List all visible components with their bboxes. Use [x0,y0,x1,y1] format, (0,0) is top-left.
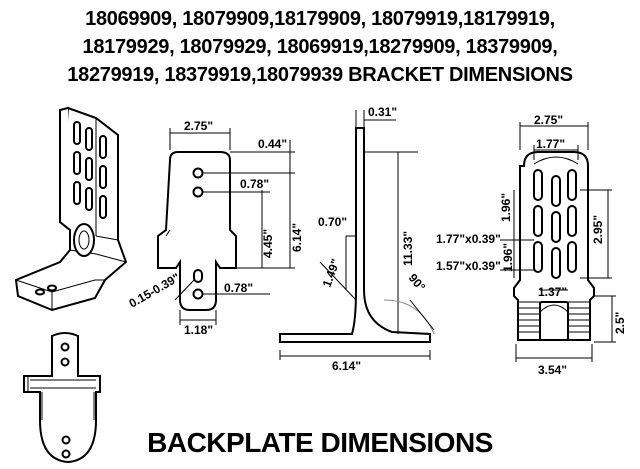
back-inner-width-label: 1.77" [536,137,565,151]
front-total-height-label: 6.14" [290,223,304,252]
side-height-label: 11.33" [401,231,415,266]
back-view-drawing [500,122,616,362]
side-base-length-label: 6.14" [332,359,361,373]
side-thickness-label: 0.31" [368,105,397,119]
side-bend-offset-label: 0.70" [318,215,347,229]
back-slot-vertical-1-label: 1.96" [499,193,513,222]
front-hole-spacing-upper-label: 0.78" [240,177,269,191]
header-line-3: 18279919, 18379919,18079939 BRACKET DIME… [67,64,573,86]
back-lower-width-label: 1.37" [538,285,567,299]
back-slot-lower-label: 1.57"x0.39" [436,259,501,273]
side-angle-small-label: 1.49" [320,257,343,289]
front-mid-height-label: 4.45" [261,229,275,258]
side-angle-label: 90° [406,271,429,294]
front-top-offset-label: 0.44" [258,137,287,151]
back-slot-spacing-label: 2.95" [591,215,605,244]
front-bottom-width-label: 1.18" [184,323,213,337]
front-slot-size-label: 0.15-0.39" [127,270,183,310]
backplate-drawing [23,332,101,464]
front-view-drawing [157,128,295,325]
back-slot-upper-label: 1.77"x0.39" [436,232,501,246]
front-width-label: 2.75" [184,119,213,133]
back-base-width-label: 3.54" [538,363,567,377]
back-base-height-label: 2.5" [613,312,627,334]
header-line-2: 18179929, 18079929, 18069919,18279909, 1… [82,36,558,58]
back-slot-vertical-2-label: 1.96" [501,243,515,272]
isometric-bracket-drawing [14,106,128,312]
front-hole-spacing-lower-label: 0.78" [224,281,253,295]
footer-title: BACKPLATE DIMENSIONS [147,427,493,458]
back-outer-width-label: 2.75" [534,113,563,127]
header-line-1: 18069909, 18079909,18179909, 18079919,18… [85,8,555,30]
side-view-drawing [279,110,435,360]
